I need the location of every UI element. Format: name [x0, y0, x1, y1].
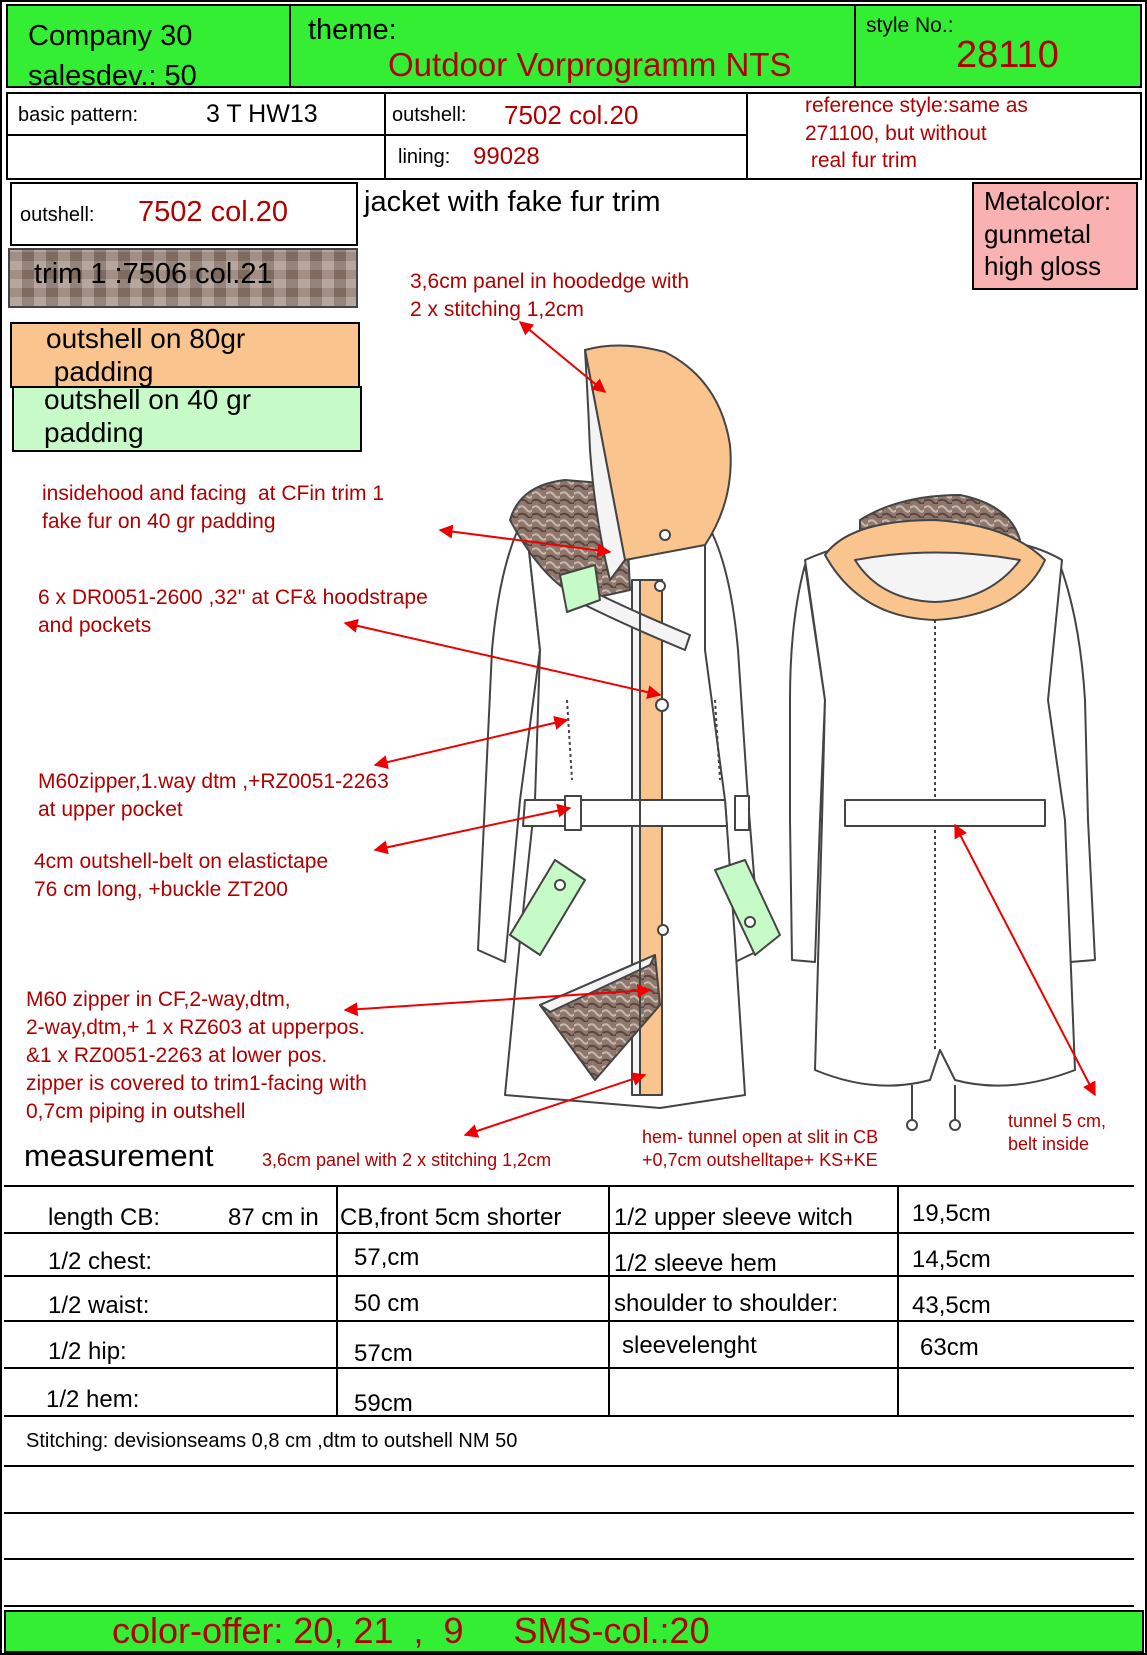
row-4-value-2: 63cm: [920, 1334, 979, 1361]
lining-label: lining:: [398, 146, 451, 168]
annotation-m60-upper: M60zipper,1.way dtm ,+RZ0051-2263 at upp…: [38, 770, 389, 821]
back-hood-edge: [854, 551, 1021, 603]
salesdev: salesdev.: 50: [28, 60, 197, 92]
reference-line-2: 271100, but without: [805, 122, 987, 145]
jacket-technical-drawing: [343, 321, 1096, 1138]
arrow-belt: [373, 803, 572, 855]
reference-line-3: real fur trim: [805, 149, 918, 172]
arrow-tunnel: [954, 823, 1096, 1097]
legend-outshell-swatch: [10, 182, 358, 246]
collar-tab: [559, 564, 601, 613]
row-1-value-2: 19,5cm: [912, 1200, 991, 1227]
outshell-value: 7502 col.20: [504, 100, 639, 130]
theme-value: Outdoor Vorprogramm NTS: [388, 46, 792, 83]
front-right-sleeve: [699, 519, 761, 963]
legend-outshell-value: 7502 col.20: [138, 196, 288, 228]
color-offer-bar: [4, 1610, 1144, 1653]
reference-line-1: reference style:same as: [805, 94, 1028, 117]
style-number: 28110: [956, 34, 1059, 76]
annotation-belt: 4cm outshell-belt on elastictape 76 cm l…: [34, 850, 329, 901]
padding40-line-2: padding: [44, 417, 144, 448]
front-belt: [522, 799, 728, 827]
color-offer-text: color-offer: 20, 21 , 9 SMS-col.:20: [112, 1610, 710, 1651]
row-3-label: 1/2 waist:: [48, 1292, 150, 1319]
front-left-pocket-flap: [509, 859, 586, 956]
arrow-insidehood: [438, 524, 612, 558]
padding40-swatch: [12, 386, 362, 452]
row-1-value: 87 cm in: [228, 1204, 319, 1231]
annotation-hood-panel: 3,6cm panel in hoodedge with 2 x stitchi…: [410, 270, 690, 321]
row-5-label: 1/2 hem:: [46, 1386, 140, 1413]
lining-value: 99028: [473, 143, 540, 170]
back-belt: [844, 799, 1046, 827]
padding80-line-2: padding: [46, 356, 154, 387]
company-name: Company 30: [28, 20, 193, 52]
row-3-value: 50 cm: [354, 1290, 420, 1317]
front-jacket: [477, 344, 781, 1109]
metalcolor-line-1: Metalcolor:: [984, 186, 1112, 216]
header-style-cell: [854, 4, 1142, 88]
row-2-label: 1/2 chest:: [48, 1248, 153, 1275]
row-4-label: 1/2 hip:: [48, 1338, 127, 1365]
row-1-note: CB,front 5cm shorter: [340, 1204, 562, 1231]
front-belt-loop-left: [564, 795, 582, 831]
trim1-label: trim 1 :7506 col.21: [34, 258, 273, 290]
annotation-insidehood: insidehood and facing at CFin trim 1 fak…: [42, 482, 385, 533]
arrow-hood-panel: [518, 321, 607, 393]
basic-pattern-label: basic pattern:: [18, 104, 139, 126]
annotation-buttons: 6 x DR0051-2600 ,32'' at CF& hoodstrape …: [38, 586, 428, 637]
arrow-m60-upper: [373, 716, 569, 769]
header-theme-cell: [289, 4, 856, 88]
row-3-label-2: shoulder to shoulder:: [614, 1290, 839, 1317]
reference-cell: [746, 92, 1142, 180]
metalcolor-box: [972, 182, 1138, 290]
row-1-label-2: 1/2 upper sleeve witch: [614, 1204, 853, 1231]
sheet-title: jacket with fake fur trim: [364, 186, 661, 218]
annotation-m60-cf: M60 zipper in CF,2-way,dtm, 2-way,dtm,+ …: [26, 988, 367, 1123]
padding40-line-1: outshell on 40 gr: [44, 384, 252, 415]
row-2-label-2: 1/2 sleeve hem: [614, 1250, 777, 1277]
basic-pattern-value: 3 T HW13: [206, 100, 318, 128]
row-5-value: 59cm: [354, 1390, 413, 1417]
padding80-line-1: outshell on 80gr: [46, 323, 246, 354]
header-company-cell: [6, 4, 291, 88]
arrow-m60-cf: [343, 983, 652, 1017]
annotation-panel-cf: 3,6cm panel with 2 x stitching 1,2cm: [262, 1150, 552, 1170]
legend-outshell-label: outshell:: [20, 204, 95, 226]
back-jacket: [789, 494, 1096, 1131]
trim1-swatch: [8, 248, 358, 308]
measurement-heading: measurement: [24, 1138, 214, 1173]
row-2-value-2: 14,5cm: [912, 1246, 991, 1273]
metalcolor-line-3: high gloss: [984, 251, 1102, 281]
annotation-tunnel: tunnel 5 cm, belt inside: [1008, 1111, 1107, 1154]
outshell-label: outshell:: [392, 104, 467, 126]
arrow-buttons: [343, 618, 662, 700]
row-2-value: 57,cm: [354, 1244, 420, 1271]
padding80-swatch: [10, 322, 360, 388]
row-1-label: length CB:: [48, 1204, 161, 1231]
back-left-sleeve: [789, 564, 826, 963]
row-3-value-2: 43,5cm: [912, 1292, 991, 1319]
theme-label: theme:: [308, 14, 397, 46]
annotation-arrows: [343, 321, 1096, 1138]
style-label: style No.:: [866, 14, 954, 37]
hood-outer-panel: [584, 344, 732, 561]
front-belt-buckle: [734, 795, 750, 831]
row-4-label-2: sleevelenght: [622, 1332, 757, 1359]
front-right-pocket-flap: [714, 859, 781, 956]
row-4-value: 57cm: [354, 1340, 413, 1367]
stitching-note: Stitching: devisionseams 0,8 cm ,dtm to …: [26, 1430, 518, 1452]
annotation-hem-tunnel: hem- tunnel open at slit in CB +0,7cm ou…: [642, 1127, 879, 1170]
metalcolor-line-2: gunmetal: [984, 219, 1091, 249]
arrow-panel-cf: [463, 1072, 647, 1138]
